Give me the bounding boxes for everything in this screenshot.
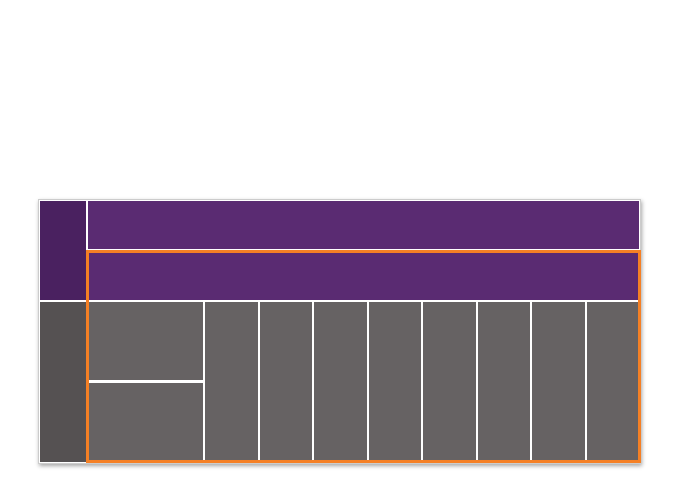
body-cell-1a [88, 302, 203, 380]
body-column-2 [205, 302, 258, 462]
row-header-bottom [40, 302, 86, 462]
header-row-1 [88, 201, 639, 249]
body-column-8 [532, 302, 585, 462]
body-column-6 [423, 302, 476, 462]
body-column-7 [478, 302, 530, 462]
body-column-4 [314, 302, 367, 462]
highlight-selection-box [86, 250, 641, 463]
row-header-top [40, 201, 86, 300]
body-cell-1b [88, 383, 203, 462]
body-column-5 [369, 302, 421, 462]
body-column-3 [260, 302, 312, 462]
header-row-2 [88, 252, 639, 300]
body-column-9 [587, 302, 639, 462]
